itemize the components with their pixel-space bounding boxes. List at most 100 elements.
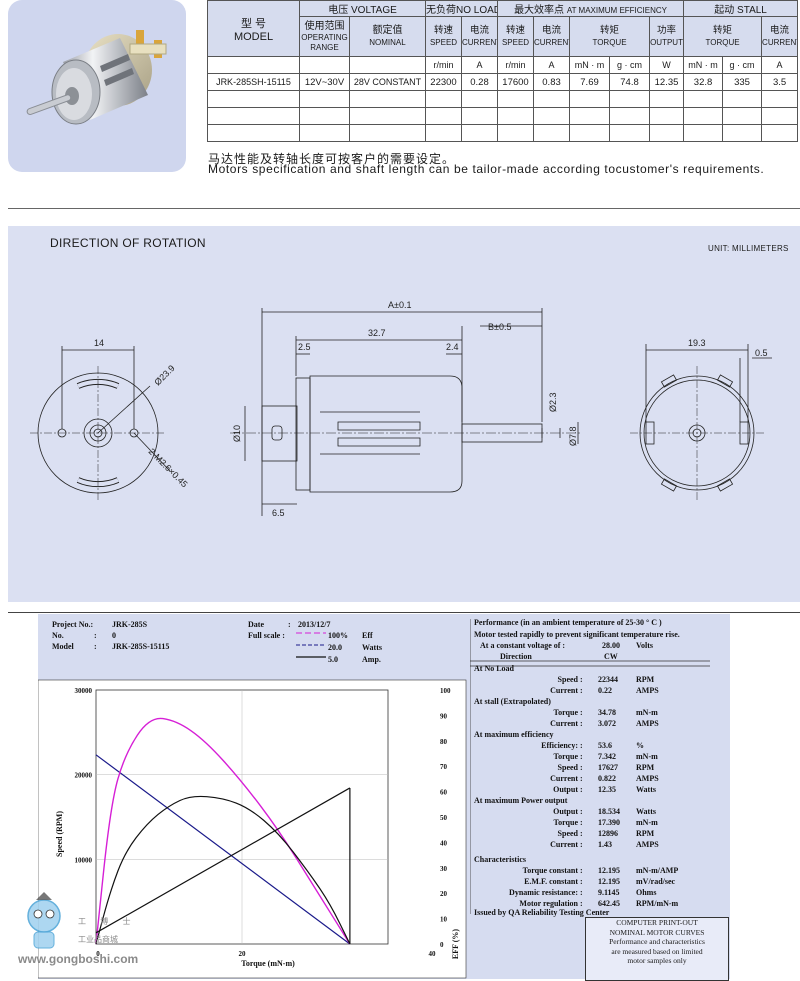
metric-value: 34.78 [598, 708, 616, 717]
side-view [230, 308, 580, 516]
section-title: At stall (Extrapolated) [474, 697, 551, 706]
legend-swatches [296, 632, 326, 658]
dim-23-9: Ø23.9 [152, 363, 176, 387]
unit-cell: A [533, 56, 571, 74]
colon: : [580, 686, 583, 695]
metric-label: Dynamic resistance: [509, 888, 578, 897]
y2-tick-label: 70 [440, 763, 448, 771]
metric-label: Speed [557, 675, 578, 684]
metric-label: Torque constant [522, 866, 578, 875]
metric-unit: AMPS [636, 774, 659, 783]
model-label: Model [52, 642, 74, 651]
voltage-unit: Volts [636, 641, 654, 650]
unit-cell: r/min [497, 56, 535, 74]
colon: : [580, 829, 583, 838]
dim-2-4: 2.4 [446, 342, 459, 352]
x-axis-label: Torque (mN-m) [241, 959, 295, 968]
colon: : [94, 642, 97, 651]
metric-value: 0.22 [598, 686, 612, 695]
dim-14: 14 [94, 338, 104, 348]
fullscale-label: Full scale : [248, 631, 285, 640]
site-url: www.gongboshi.com [18, 952, 139, 966]
metric-value: 9.1145 [598, 888, 620, 897]
y-tick-label: 20000 [75, 772, 93, 780]
colon: : [580, 899, 583, 908]
metric-unit: % [636, 741, 644, 750]
speed-en: SPEED [429, 37, 458, 47]
speed-cn: 转速 [506, 24, 526, 36]
y2-tick-label: 30 [440, 865, 448, 873]
y2-tick-label: 50 [440, 814, 448, 822]
dim-6-5: 6.5 [272, 508, 285, 518]
max-eff-header-en: AT MAXIMUM EFFICIENCY [566, 6, 667, 15]
y-tick-label: 10000 [75, 856, 93, 864]
product-photo-card [8, 0, 186, 172]
metric-value: 17.390 [598, 818, 620, 827]
stall-header: 起动 STALL [683, 0, 799, 17]
y2-tick-label: 60 [440, 789, 448, 797]
table-row-empty [207, 90, 799, 108]
table-cell: 7.69 [569, 73, 611, 91]
operating-cn: 使用范围 [304, 20, 345, 32]
y2-tick-label: 90 [440, 712, 448, 720]
x-tick-label: 0 [96, 950, 100, 958]
metric-label: Current [550, 774, 578, 783]
series-amp-line [95, 787, 351, 934]
colon: : [580, 763, 583, 772]
unit-cell: W [649, 56, 685, 74]
metric-value: 12.195 [598, 866, 620, 875]
section-title: At maximum Power output [474, 796, 568, 805]
y2-tick-label: 40 [440, 839, 448, 847]
brand-small: 工 博 士 [78, 917, 137, 926]
metric-unit: mN-m/AMP [636, 866, 679, 875]
current-cn: 电流 [770, 24, 790, 36]
section-title: Characteristics [474, 855, 526, 864]
max-eff-header-cn: 最大效率点 [514, 5, 565, 16]
torque-cn: 转矩 [600, 24, 620, 36]
table-cell: 28V CONSTANT [349, 73, 426, 91]
issued-by: Issued by QA Reliability Testing Center [474, 908, 610, 917]
dim-19-3: 19.3 [688, 338, 706, 348]
table-cell: JRK-285SH-15115 [207, 73, 300, 91]
date-label: Date [248, 620, 264, 629]
table-cell: 74.8 [609, 73, 651, 91]
voltage-value: 28.00 [602, 641, 620, 650]
speed-cn: 转速 [433, 24, 453, 36]
metric-label: Current [550, 686, 578, 695]
section-title: At No Load [474, 664, 515, 673]
report-rules [470, 619, 710, 914]
unit-blank [207, 56, 300, 74]
metric-unit: Ohms [636, 888, 657, 897]
printout-line: Performance and characteristics [609, 937, 705, 946]
colon: : [580, 774, 583, 783]
series-watts-line [95, 795, 351, 945]
unit-cell: g · cm [609, 56, 651, 74]
y-axis-label: Speed (RPM) [55, 811, 64, 857]
current-en: CURRENT [762, 37, 798, 47]
unit-cell: mN · m [569, 56, 611, 74]
printout-note-box: COMPUTER PRINT-OUT NOMINAL MOTOR CURVES … [585, 917, 729, 981]
rotation-title: DIRECTION OF ROTATION [50, 236, 206, 250]
current-en: CURRENT [534, 37, 570, 47]
direction-value: CW [604, 652, 618, 661]
metric-unit: RPM/mN-m [636, 899, 679, 908]
y2-tick-label: 100 [440, 687, 451, 695]
metric-label: Torque [553, 818, 578, 827]
direction-label: Direction [500, 652, 532, 661]
unit-cell: g · cm [722, 56, 763, 74]
note-english: Motors specification and shaft length ca… [208, 162, 765, 176]
project-label: Project No.: [52, 620, 94, 629]
metric-label: Output [553, 785, 578, 794]
metric-label: Efficiency: [541, 741, 578, 750]
colon: : [580, 877, 583, 886]
model-header-cn: 型 号 [240, 17, 267, 30]
torque-cn: 转矩 [713, 24, 733, 36]
dim-32-7: 32.7 [368, 328, 386, 338]
colon: : [288, 620, 291, 629]
table-cell: 12V~30V [299, 73, 350, 91]
